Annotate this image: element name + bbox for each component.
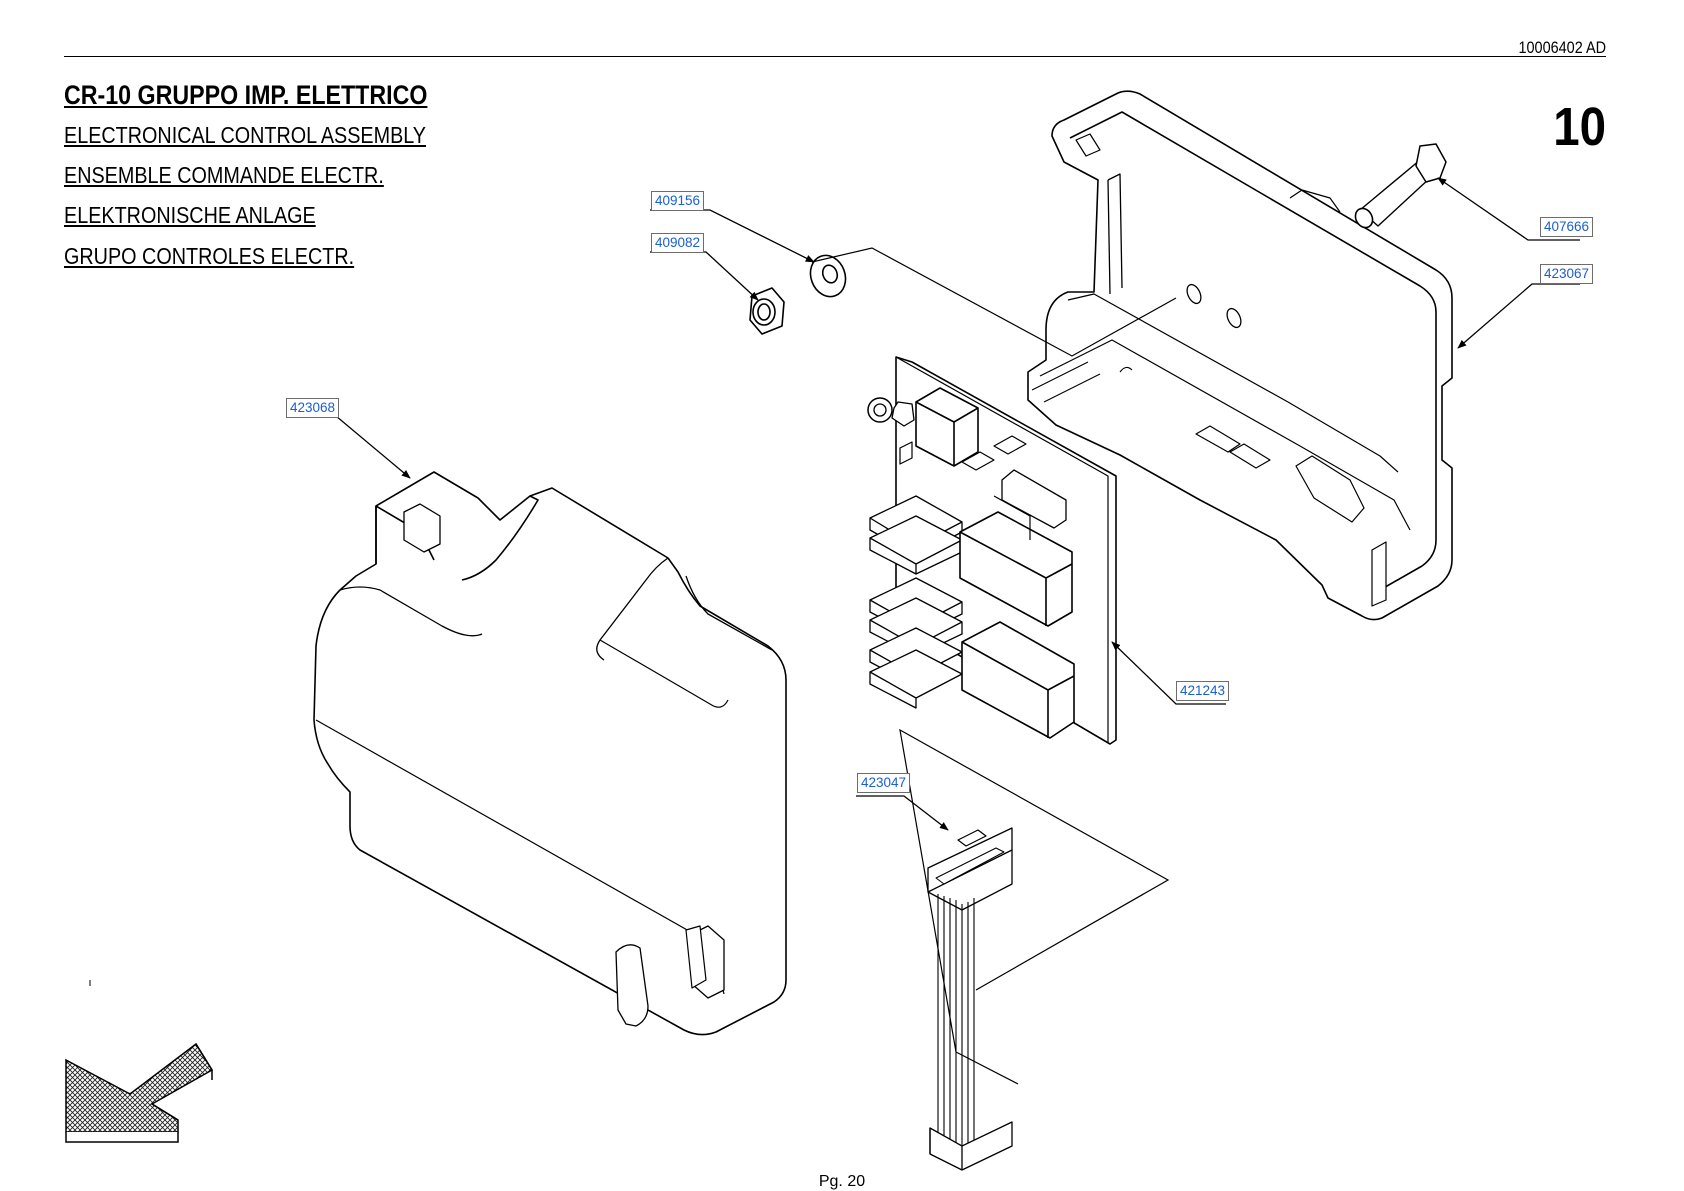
page-title: CR-10 GRUPPO IMP. ELETTRICO (64, 80, 428, 110)
part-label-423047[interactable]: 423047 (857, 773, 911, 793)
part-label-423067[interactable]: 423067 (1540, 264, 1594, 284)
front-cover-423068 (313, 471, 787, 1036)
part-label-409082[interactable]: 409082 (651, 233, 705, 253)
pcb-421243 (867, 356, 1117, 745)
screw-407666 (1354, 143, 1447, 229)
orientation-arrow (65, 1042, 214, 1143)
document-code: 10006402 AD (1518, 38, 1606, 57)
rear-housing-423067 (1027, 90, 1453, 621)
title-spanish: GRUPO CONTROLES ELECTR. (64, 243, 355, 269)
title-german: ELEKTRONISCHE ANLAGE (64, 202, 316, 228)
cable-423047 (927, 827, 1013, 1171)
section-number: 10 (1553, 97, 1606, 157)
page-number: Pg. 20 (818, 1173, 866, 1190)
part-label-423068[interactable]: 423068 (286, 398, 340, 418)
title-french: ENSEMBLE COMMANDE ELECTR. (64, 162, 384, 188)
washer-409156 (809, 254, 847, 298)
title-english: ELECTRONICAL CONTROL ASSEMBLY (64, 122, 426, 148)
part-label-421243[interactable]: 421243 (1176, 681, 1230, 701)
header-rule (64, 56, 1606, 57)
part-label-407666[interactable]: 407666 (1540, 217, 1594, 237)
nut-409082 (749, 287, 785, 335)
part-label-409156[interactable]: 409156 (651, 191, 705, 211)
